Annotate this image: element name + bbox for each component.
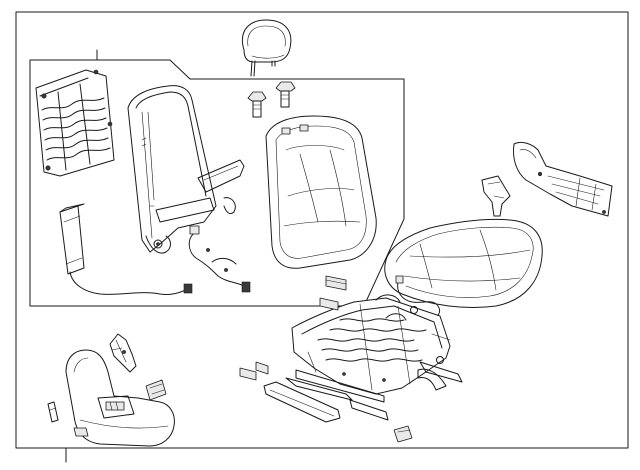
seatback-cushion-cover[interactable] <box>265 115 377 269</box>
side-airbag-module[interactable] <box>59 203 85 275</box>
track-cover-rail[interactable] <box>263 381 341 423</box>
track-cover-top[interactable] <box>325 275 347 291</box>
seat-side-shield[interactable] <box>65 349 175 447</box>
bracket-clip[interactable] <box>481 175 511 217</box>
diagram-outer-border <box>15 11 629 463</box>
power-seat-switch[interactable] <box>47 401 59 423</box>
headrest[interactable] <box>242 19 292 77</box>
lumbar-support-grid[interactable] <box>35 69 115 177</box>
switch-knob[interactable] <box>73 427 89 437</box>
seatback-frame[interactable] <box>127 85 245 254</box>
recliner-knob[interactable] <box>109 333 137 373</box>
headrest-guide-left[interactable] <box>247 91 267 118</box>
seatback-wire-harness[interactable] <box>69 225 251 295</box>
track-cover-left[interactable] <box>319 297 339 311</box>
track-cover-mid[interactable] <box>239 361 269 381</box>
track-cover-end[interactable] <box>393 425 413 443</box>
seat-back-panel[interactable] <box>513 141 613 217</box>
seat-switch-bracket[interactable] <box>145 379 167 401</box>
headrest-guide-right[interactable] <box>275 81 296 108</box>
seatback-group-frame <box>29 49 405 307</box>
seat-cushion-pad[interactable] <box>384 218 543 308</box>
seat-track-frame[interactable] <box>285 294 463 421</box>
